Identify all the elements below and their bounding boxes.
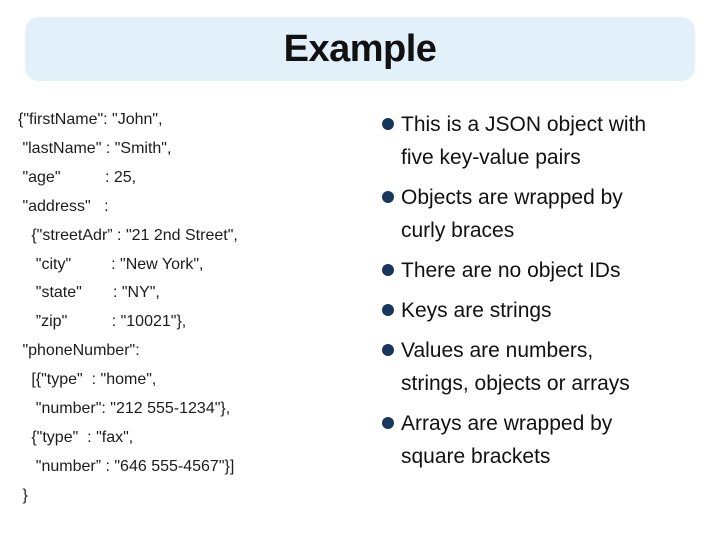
- code-line: "number” : "646 555-4567"}]: [18, 457, 235, 475]
- title-banner: Example: [25, 17, 695, 81]
- bullet-text: Keys are strings: [401, 299, 552, 322]
- json-code-block: {"firstName": "John", "lastName" : "Smit…: [18, 106, 378, 511]
- bullet-text: Values are numbers, strings, objects or …: [401, 339, 630, 395]
- code-line: {"firstName": "John",: [18, 111, 163, 128]
- code-line: [{"type" : "home",: [18, 371, 157, 389]
- list-item: There are no object IDs: [382, 254, 704, 287]
- list-item: Values are numbers, strings, objects or …: [382, 334, 704, 400]
- bullet-dot-icon: [382, 118, 394, 130]
- bullet-dot-icon: [382, 264, 394, 276]
- code-line: "city" : "New York",: [18, 255, 204, 273]
- list-item: This is a JSON object with five key-valu…: [382, 108, 704, 174]
- bullet-text: There are no object IDs: [401, 259, 621, 282]
- code-line: {"streetAdr” : "21 2nd Street",: [18, 226, 238, 244]
- bullet-list: This is a JSON object with five key-valu…: [382, 108, 704, 480]
- bullet-dot-icon: [382, 344, 394, 356]
- slide-title: Example: [283, 27, 437, 70]
- list-item: Arrays are wrapped by square brackets: [382, 407, 704, 473]
- bullet-dot-icon: [382, 191, 394, 203]
- code-line: "phoneNumber":: [18, 342, 140, 360]
- bullet-text: Arrays are wrapped by square brackets: [401, 412, 613, 468]
- list-item: Objects are wrapped by curly braces: [382, 181, 704, 247]
- bullet-dot-icon: [382, 417, 394, 429]
- list-item: Keys are strings: [382, 294, 704, 327]
- code-line: "state" : "NY",: [18, 284, 160, 302]
- bullet-text: This is a JSON object with five key-valu…: [401, 113, 647, 169]
- code-line: "number": "212 555-1234"},: [18, 400, 231, 418]
- bullet-text: Objects are wrapped by curly braces: [401, 186, 623, 242]
- bullet-dot-icon: [382, 304, 394, 316]
- code-line: "age" : 25,: [18, 168, 137, 186]
- code-line: ”zip" : "10021"},: [18, 313, 187, 331]
- code-line: "lastName" : "Smith",: [18, 139, 172, 157]
- code-line: {"type" : "fax",: [18, 428, 134, 446]
- code-line: }: [18, 486, 28, 504]
- code-line: "address" :: [18, 197, 109, 215]
